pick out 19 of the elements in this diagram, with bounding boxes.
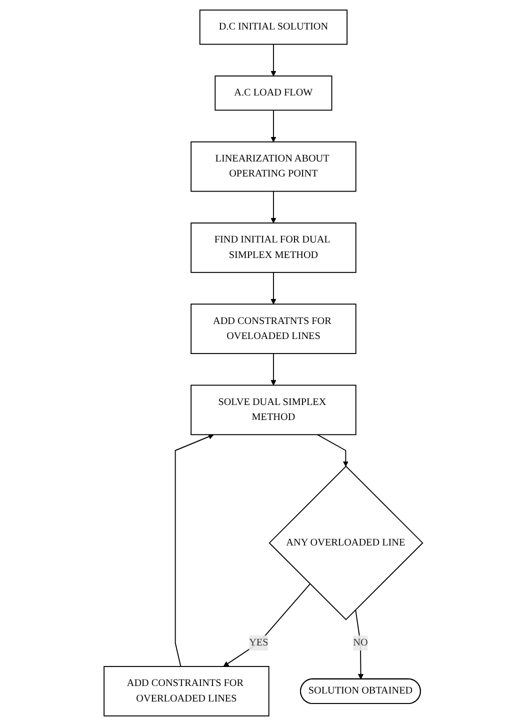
arrow [270,353,276,386]
node-box: FIND INITIAL FOR DUAL SIMPLEX METHOD [190,222,356,273]
edge-label: YES [249,637,268,648]
arrow [317,434,349,467]
node-box: A.C LOAD FLOW [214,76,332,111]
node-box: SOLVE DUAL SIMPLEX METHOD [190,384,356,436]
arrow [270,190,276,224]
node-box: ADD CONSTRAINTS FOR OVERLOADED LINES [104,666,270,716]
arrow [270,110,276,142]
edge-label: NO [353,637,368,648]
node-diamond: ANY OVERLOADED LINE [268,466,424,620]
node-box: ADD CONSTRATNTS FOR OVELOADED LINES [190,304,356,354]
node-box: D.C INITIAL SOLUTION [200,10,348,45]
arrow [223,583,311,667]
arrow [270,272,276,304]
arrow [270,44,276,76]
arrow [355,609,364,680]
node-box: LINEARIZATION ABOUT OPERATING POINT [190,141,356,192]
arrow [175,434,214,667]
